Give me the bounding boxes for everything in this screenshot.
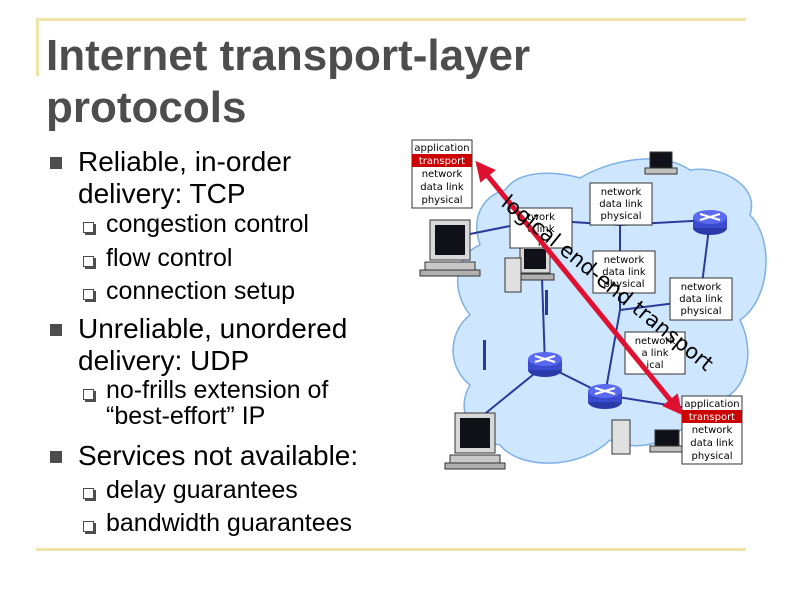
sub-bullet-icon [83, 488, 94, 499]
title-line-1: Internet transport-layer [46, 31, 531, 80]
left-rule [36, 18, 39, 76]
stack-layer-physical: physical [422, 195, 463, 206]
bullet-square-icon [50, 324, 62, 336]
bullet-square-icon [50, 451, 62, 463]
stack-layer-datalink: a link [642, 348, 669, 359]
sub-bullet-icon [83, 256, 94, 267]
stack-layer-datalink: data link [599, 199, 643, 210]
stack-layer-physical: physical [601, 211, 642, 222]
stack-layer-network: network [601, 187, 642, 198]
laptop-icon [644, 151, 678, 175]
bullet-tcp: Reliable, in-order delivery: TCP [78, 146, 291, 210]
bullet-tcp-line1: Reliable, in-order [78, 146, 292, 177]
sub-item-nofrills-line1: no-frills extension of [106, 376, 329, 404]
stack-layer-physical: physical [681, 306, 722, 317]
stack-layer-physical: physical [692, 451, 733, 462]
logical-transport-arrow [475, 160, 683, 416]
stack-layer-datalink: data link [679, 294, 723, 305]
bullet-square-icon [50, 157, 62, 169]
host-stack-right: application transport network data link … [681, 395, 743, 465]
stack-layer-application: application [414, 143, 469, 154]
stack-layer-datalink: data link [690, 438, 734, 449]
bullet-udp-line2: delivery: UDP [78, 345, 250, 376]
router-stack-top: network data link physical [589, 182, 653, 226]
laptop-icon [649, 429, 685, 453]
sub-item-nofrills: no-frills extension of “best-effort” IP [106, 377, 328, 429]
host-stack-left: application transport network data link … [411, 139, 473, 209]
bullet-udp-line1: Unreliable, unordered [78, 313, 348, 344]
stack-layer-network: network [681, 282, 722, 293]
stack-layer-network: network [692, 425, 733, 436]
sub-bullet-icon [83, 389, 94, 400]
sub-bullet-icon [83, 289, 94, 300]
stack-layer-transport: transport [419, 156, 465, 167]
stack-layer-network: network [422, 169, 463, 180]
stack-layer-application: application [684, 399, 739, 410]
sub-item-bandwidth: bandwidth guarantees [106, 509, 353, 537]
sub-item-congestion: congestion control [106, 210, 309, 238]
bullet-services: Services not available: [78, 440, 359, 471]
bullet-tcp-line2: delivery: TCP [78, 178, 246, 209]
sub-bullet-icon [83, 521, 94, 532]
sub-item-flow: flow control [106, 244, 233, 272]
top-rule [36, 18, 746, 21]
router-stack-right: network data link physical [669, 277, 733, 321]
sub-bullet-icon [83, 222, 94, 233]
title-line-2: protocols [46, 83, 247, 132]
sub-item-delay: delay guarantees [106, 476, 298, 504]
sub-item-nofrills-line2: “best-effort” IP [106, 402, 266, 430]
sub-item-setup: connection setup [106, 277, 296, 305]
desktop-computer-icon [444, 412, 506, 470]
stack-layer-datalink: data link [420, 182, 464, 193]
slide-title: Internet transport-layer protocols [46, 30, 530, 134]
router-icon [693, 210, 727, 235]
bullet-udp: Unreliable, unordered delivery: UDP [78, 313, 347, 377]
stack-layer-network: network [604, 255, 645, 266]
stack-layer-transport: transport [689, 412, 735, 423]
stack-layer-physical: ical [646, 360, 663, 371]
router-icon [588, 384, 622, 409]
desktop-computer-icon [419, 219, 481, 277]
bottom-rule [36, 548, 746, 551]
router-icon [528, 352, 562, 377]
